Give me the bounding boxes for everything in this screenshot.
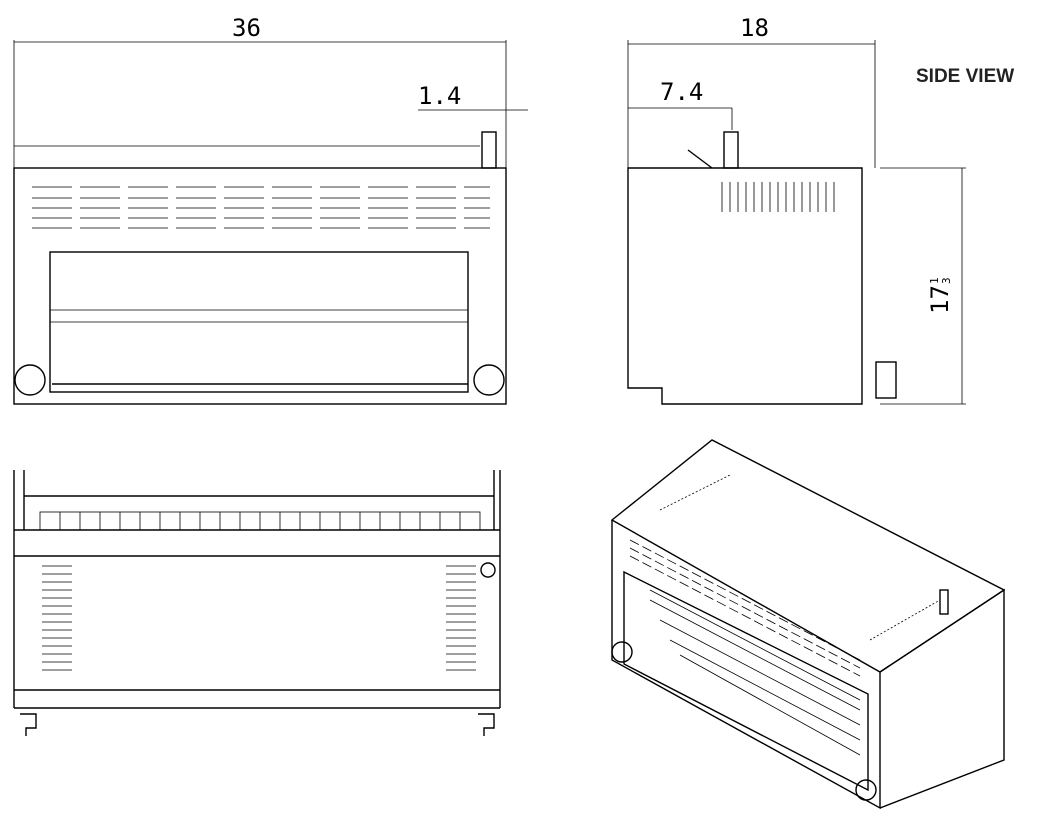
dim-height-frac-num: 1 [928, 277, 941, 284]
dim-gas-offset: 1.4 [418, 82, 461, 110]
dim-gas-depth: 7.4 [660, 78, 703, 106]
dim-height: 17 [926, 285, 954, 314]
dim-front-width: 36 [232, 14, 261, 42]
isometric-view [610, 439, 1006, 810]
side-view-title: SIDE VIEW [916, 66, 1015, 87]
rear-view [13, 470, 501, 736]
front-view: 36 1.4 [13, 14, 528, 405]
dim-height-frac-den: 3 [940, 277, 953, 284]
dim-side-depth: 18 [740, 14, 769, 42]
side-view: 18 7.4 17 1 3 [627, 14, 966, 405]
